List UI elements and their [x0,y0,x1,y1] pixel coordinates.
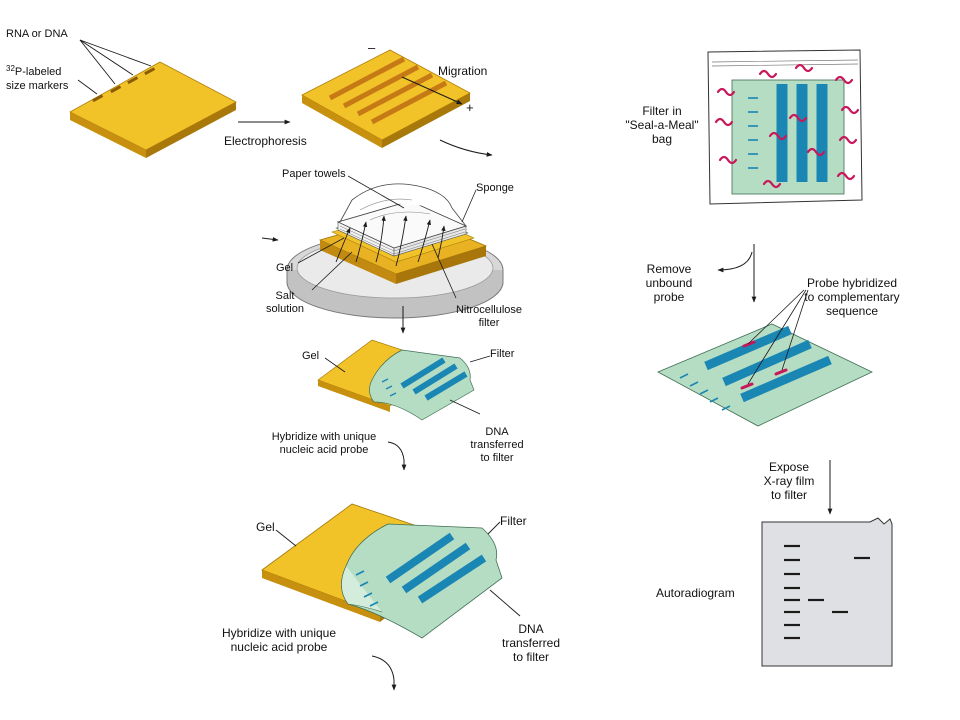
left-indicator-arrow [261,236,279,242]
gel-label-small: Gel [302,350,320,362]
migration-arrow [401,76,463,105]
filter-in-bag-label: Filter in"Seal-a-Meal"bag [625,104,699,146]
p32-labeled-label: 32P-labeled [6,64,62,79]
apparatus-pointer-lines [297,175,477,299]
hybridized-filter [657,289,873,427]
hybridize-curve-arrow-2 [371,655,397,691]
gel-with-wells [69,39,237,158]
filter-label-small: Filter [490,348,515,360]
rna-dna-pointer-lines [77,39,152,95]
hybridized-probe-marks [740,340,788,390]
gel-label-large: Gel [256,520,275,534]
p-labeled-text: P-labeled [14,66,62,78]
buffer-flow-arrows [335,215,446,267]
p32-superscript: 32 [6,64,15,73]
hybridize-curve-arrow-1 [387,441,407,471]
remove-probe-curve [717,251,753,273]
filter-label-large: Filter [500,514,527,528]
marker-lane-bands [784,544,800,640]
autoradiogram-label: Autoradiogram [656,586,735,600]
probe-squiggles [714,63,860,189]
small-gel-filter-peel [317,339,491,421]
rna-or-dna-label: RNA or DNA [6,28,68,40]
sample-lane-bands [808,556,870,614]
paper-towels-label: Paper towels [282,168,346,180]
capillary-transfer-apparatus [261,175,504,319]
sponge-label: Sponge [476,182,514,194]
gel-label-apparatus: Gel [276,262,294,274]
transfer-curve-arrow [439,139,493,157]
gel-with-bands [301,49,471,148]
migration-label: Migration [438,64,488,78]
sample-wells [92,67,156,103]
minus-sign-label: – [368,40,376,55]
size-markers-label: size markers [6,80,69,92]
electrophoresis-label: Electrophoresis [224,134,307,148]
plus-sign-label: + [466,100,474,115]
seal-a-meal-bag [707,49,863,205]
autoradiogram-film [761,517,893,667]
gel-bands [328,56,448,125]
large-gel-filter-peel [261,503,521,639]
